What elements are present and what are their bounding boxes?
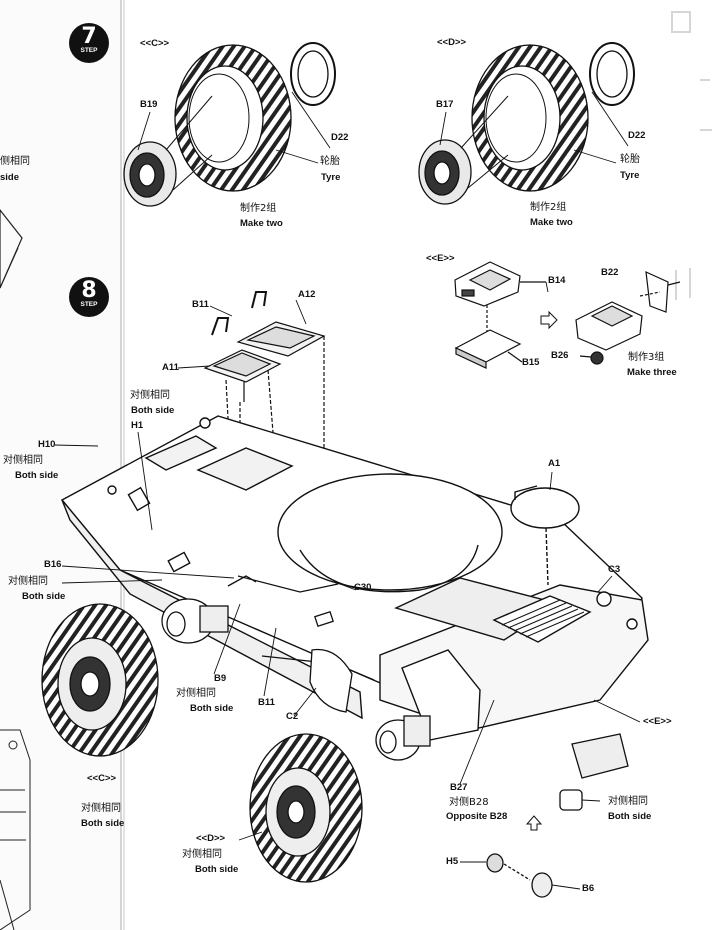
margin-fragment-zh: 侧相同 <box>0 156 30 167</box>
page-fold <box>0 0 125 930</box>
step-7-badge: 7 STEP <box>68 22 110 64</box>
part-b9: B9 <box>214 673 227 684</box>
tyre-en-d: Tyre <box>620 170 640 181</box>
part-h1: H1 <box>131 420 144 431</box>
part-d22-d: D22 <box>628 130 646 141</box>
group-c-title: <<C>> <box>140 38 170 49</box>
suspension-arms <box>161 598 629 898</box>
both-zh-d: 对侧相同 <box>182 849 222 860</box>
both-zh-b16: 对侧相同 <box>8 576 48 587</box>
part-b6: B6 <box>582 883 595 894</box>
wheel-d-assembly <box>418 42 635 205</box>
part-c3: C3 <box>608 564 621 575</box>
part-h5: H5 <box>446 856 459 867</box>
part-c30: C30 <box>354 582 372 593</box>
part-h10: H10 <box>38 439 56 450</box>
part-b27: B27 <box>450 782 468 793</box>
wheel-c-assembly <box>123 42 336 207</box>
both-zh-c: 对侧相同 <box>81 803 121 814</box>
step-number: 7 <box>81 24 97 49</box>
group-d-title: <<D>> <box>437 37 467 48</box>
step-badge-shape <box>69 23 109 63</box>
part-b22: B22 <box>601 267 619 278</box>
step-tag: STEP <box>80 301 98 308</box>
subassembly-e-title: <<E>> <box>426 253 455 264</box>
step-8-badge: 8 STEP <box>68 276 110 318</box>
part-b15: B15 <box>522 357 540 368</box>
tyre-zh-c: 轮胎 <box>320 156 340 167</box>
step-number: 8 <box>81 278 97 303</box>
both-en-h1: Both side <box>131 405 175 416</box>
step-tag: STEP <box>80 47 98 54</box>
margin-fragment-en: side <box>0 172 20 183</box>
both-zh-h1: 对侧相同 <box>130 390 170 401</box>
show-through-marks <box>671 11 712 300</box>
both-en-b16: Both side <box>22 591 66 602</box>
part-b14: B14 <box>548 275 566 286</box>
part-b26: B26 <box>551 350 569 361</box>
part-d22-c: D22 <box>331 132 349 143</box>
qty-zh-d: 制作2组 <box>530 202 567 213</box>
step-badge-shape <box>69 277 109 317</box>
part-b11-low: B11 <box>258 697 275 708</box>
qty-zh-e: 制作3组 <box>628 352 665 363</box>
opposite-en: Opposite B28 <box>446 811 508 822</box>
both-en-c: Both side <box>81 818 125 829</box>
subassembly-e-drawing <box>454 261 681 369</box>
tyre-en-c: Tyre <box>321 172 341 183</box>
part-b11-top: B11 <box>192 299 209 310</box>
linkage-rods <box>227 575 375 713</box>
qty-en-d: Make two <box>530 217 573 228</box>
both-zh-h10: 对侧相同 <box>3 455 43 466</box>
qty-zh-c: 制作2组 <box>240 203 277 214</box>
qty-en-e: Make three <box>627 367 677 378</box>
ref-c: <<C>> <box>87 773 117 784</box>
qty-en-c: Make two <box>240 218 283 229</box>
both-en-h10: Both side <box>15 470 59 481</box>
both-zh-b9: 对侧相同 <box>176 688 216 699</box>
both-en-b9: Both side <box>190 703 234 714</box>
hatch-parts <box>203 291 326 512</box>
part-a12: A12 <box>298 289 316 300</box>
front-wheel <box>249 733 363 883</box>
opposite-zh: 对侧B28 <box>449 797 489 808</box>
ref-e: <<E>> <box>643 716 672 727</box>
both-en-right: Both side <box>608 811 652 822</box>
part-c2: C2 <box>286 711 299 722</box>
part-b16: B16 <box>44 559 62 570</box>
part-b19: B19 <box>140 99 158 110</box>
vehicle-hull <box>60 415 649 741</box>
leader-lines <box>53 281 641 890</box>
both-en-d: Both side <box>195 864 239 875</box>
both-zh-right: 对侧相同 <box>608 796 648 807</box>
part-a1: A1 <box>548 458 561 469</box>
part-a11: A11 <box>162 362 179 373</box>
left-wheel <box>41 603 159 757</box>
tyre-zh-d: 轮胎 <box>620 154 640 165</box>
ref-d: <<D>> <box>196 833 226 844</box>
part-b17: B17 <box>436 99 454 110</box>
